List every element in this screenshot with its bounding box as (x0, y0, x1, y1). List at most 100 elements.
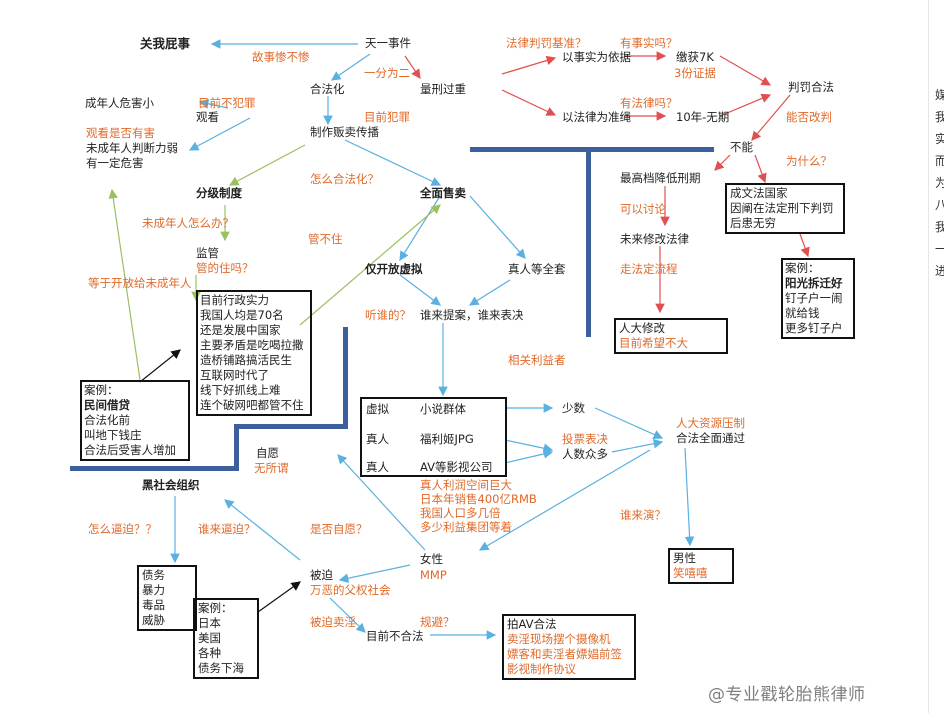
arrow (469, 195, 526, 259)
regime-line: 目前行政实力 (200, 293, 269, 307)
label-yifenweier: 一分为二 (364, 66, 410, 80)
arrow (329, 597, 366, 633)
arrow (684, 447, 695, 547)
arrow (719, 93, 772, 117)
node-liangxing: 量刑过重 (420, 82, 466, 96)
node-yi-falv: 以法律为准绳 (562, 110, 631, 124)
label-shei-lai-yan: 谁来演？ (620, 508, 666, 522)
node-jin-xuni: 仅开放虚拟 (365, 262, 423, 276)
divider-bar (234, 424, 348, 429)
node-bipo: 被迫 (310, 568, 333, 582)
arrow (478, 449, 651, 551)
node-hefa-quanmian: 合法全面通过 (676, 431, 745, 445)
country-item: 日本 (198, 616, 221, 630)
label-shei-bipo: 谁来逼迫？ (198, 522, 256, 536)
male-note: 笑嘻嘻 (673, 566, 708, 580)
node-ziyuan: 自愿 (256, 446, 279, 460)
label-mmp: MMP (420, 568, 447, 582)
node-shaoshu: 少数 (562, 401, 585, 415)
label-zou-liucheng: 走法定流程 (620, 262, 678, 276)
stake-note: 真人利润空间巨大 (420, 478, 512, 492)
crime-item: 债务 (142, 568, 165, 582)
arrow (338, 564, 411, 583)
label-gushi: 故事惨不惨 (252, 50, 310, 64)
label-neng-gaipan: 能否改判 (786, 110, 832, 124)
arrow (198, 99, 229, 109)
node-muqian-buhefa: 目前不合法 (366, 629, 424, 643)
side-char: 八 (935, 198, 944, 212)
node-weichengnian-panduan: 未成年人判断力弱 (86, 141, 178, 155)
label-weishenme: 为什么？ (786, 154, 832, 168)
arrow (139, 349, 181, 383)
regime-line: 连个破网吧都管不住 (200, 398, 304, 412)
arrow (504, 449, 554, 464)
arrow (331, 53, 371, 81)
npc-title: 人大修改 (619, 321, 665, 335)
box-stakeholders (360, 397, 507, 477)
arrow (299, 204, 441, 326)
node-weilai: 未来修改法律 (620, 232, 689, 246)
country-item: 美国 (198, 631, 221, 645)
arrow (501, 89, 557, 116)
country-item: 案例： (198, 601, 233, 615)
stake-kind: 真人 (366, 432, 389, 446)
regime-line: 造桥铺路搞活民生 (200, 353, 292, 367)
label-you-falv: 有法律吗？ (620, 96, 678, 110)
node-heishehui: 黑社会组织 (142, 478, 200, 492)
regime-line: 互联网时代了 (200, 368, 269, 382)
regime-line: 还是发展中国家 (200, 323, 281, 337)
arrow (751, 94, 791, 141)
node-zhizuo: 制作贩卖传播 (310, 125, 379, 139)
label-toupiao: 投票表决 (562, 432, 608, 446)
divider-bar (70, 466, 239, 471)
stake-who: AV等影视公司 (420, 460, 493, 474)
label-guanbuzhu: 管不住 (308, 232, 343, 246)
arrow (594, 407, 664, 439)
node-renshu: 人数众多 (562, 447, 608, 461)
node-start: 天一事件 (365, 36, 411, 50)
node-quanmian: 全面售卖 (420, 186, 466, 200)
label-shifou-ziyuan: 是否自愿？ (310, 522, 368, 536)
country-item: 各种 (198, 646, 221, 660)
node-nvxing: 女性 (420, 552, 443, 566)
box-male: 男性 笑嘻嘻 (668, 548, 734, 584)
node-yi-shishi: 以事实为依据 (562, 50, 631, 64)
arrow (714, 154, 731, 171)
node-zhenren-quantao: 真人等全套 (508, 262, 566, 276)
arrow (228, 144, 306, 186)
constitution-line: 成文法国家 (730, 186, 788, 200)
label-tingshui: 听谁的？ (365, 308, 411, 322)
node-chengnianren: 成年人危害小 (85, 96, 154, 110)
case-line: 合法后受害人增加 (84, 443, 176, 457)
box-npc: 人大修改 目前希望不大 (614, 318, 728, 354)
av-title: 拍AV合法 (507, 617, 557, 631)
case-name: 阳光拆迁好 (785, 276, 843, 290)
watermark: @专业戳轮胎熊律师 (708, 685, 866, 705)
node-jiaona: 缴获7K (676, 50, 714, 64)
stake-kind: 虚拟 (366, 402, 389, 416)
label-weichengnian-ban: 未成年人怎么办？ (142, 216, 234, 230)
label-guankan-youhai: 观看是否有害 (86, 126, 155, 140)
label-wusuowei: 无所谓 (254, 461, 289, 475)
label-falv-panjue: 法律判罚基准？ (506, 36, 587, 50)
node-jianguan: 监管 (196, 246, 219, 260)
side-char: 媒 (935, 88, 944, 102)
arrow (399, 274, 441, 306)
stake-who: 小说群体 (420, 402, 466, 416)
crime-item: 毒品 (142, 598, 165, 612)
case-line: 叫地下钱庄 (84, 428, 142, 442)
label-san-zhengju: 3份证据 (674, 66, 716, 80)
label-zenme-hefa: 怎么合法化？ (310, 172, 379, 186)
arrow (344, 139, 442, 186)
box-regime: 目前行政实力 我国人均是70名 还是发展中国家 主要矛盾是吃喝拉撒 造桥铺路搞活… (196, 290, 312, 416)
arrow (404, 55, 421, 79)
arrow (399, 195, 441, 262)
node-guanwo: 关我屁事 (140, 36, 191, 51)
box-case-countries: 案例： 日本 美国 各种 债务下海 (193, 598, 259, 679)
av-line: 影视制作协议 (507, 662, 576, 676)
stake-kind: 真人 (366, 460, 389, 474)
arrow (337, 454, 426, 551)
label-xiangguan: 相关利益者 (508, 353, 566, 367)
crime-item: 暴力 (142, 583, 165, 597)
constitution-line: 后患无穷 (730, 216, 776, 230)
